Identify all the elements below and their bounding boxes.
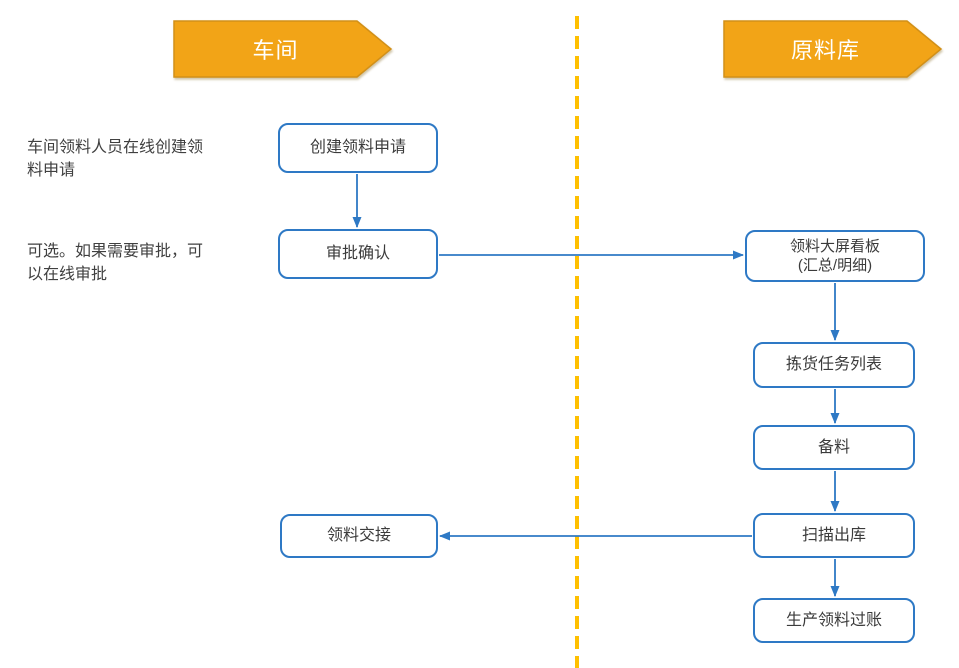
node-label: 备料 bbox=[817, 438, 850, 456]
lane-banner-warehouse: 原料库 bbox=[723, 20, 943, 78]
banner-arrow-shape bbox=[173, 20, 393, 78]
node-requisition-dashboard: 领料大屏看板 (汇总/明细) bbox=[745, 230, 925, 282]
node-picking-task-list: 拣货任务列表 bbox=[753, 342, 915, 388]
note-optional-approval: 可选。如果需要审批，可以在线审批 bbox=[27, 243, 204, 283]
node-label: 拣货任务列表 bbox=[785, 356, 882, 373]
banner-arrow-shape bbox=[723, 20, 943, 78]
node-label: 扫描出库 bbox=[801, 526, 866, 544]
node-label: 领料交接 bbox=[326, 527, 391, 544]
node-label: 创建领料申请 bbox=[309, 139, 406, 156]
lane-title-warehouse: 原料库 bbox=[790, 38, 860, 63]
node-label: 生产领料过账 bbox=[785, 611, 882, 629]
node-label: 领料大屏看板 (汇总/明细) bbox=[789, 238, 880, 274]
node-prepare-material: 备料 bbox=[753, 425, 915, 470]
node-approve-confirm: 审批确认 bbox=[278, 229, 438, 279]
node-scan-outbound: 扫描出库 bbox=[753, 513, 915, 558]
node-material-handover: 领料交接 bbox=[280, 514, 438, 558]
node-label: 审批确认 bbox=[325, 245, 390, 262]
node-create-requisition: 创建领料申请 bbox=[278, 123, 438, 173]
note-create-requisition: 车间领料人员在线创建领料申请 bbox=[27, 139, 204, 179]
node-production-posting: 生产领料过账 bbox=[753, 598, 915, 643]
lane-title-workshop: 车间 bbox=[252, 38, 299, 63]
lane-banner-workshop: 车间 bbox=[173, 20, 393, 78]
